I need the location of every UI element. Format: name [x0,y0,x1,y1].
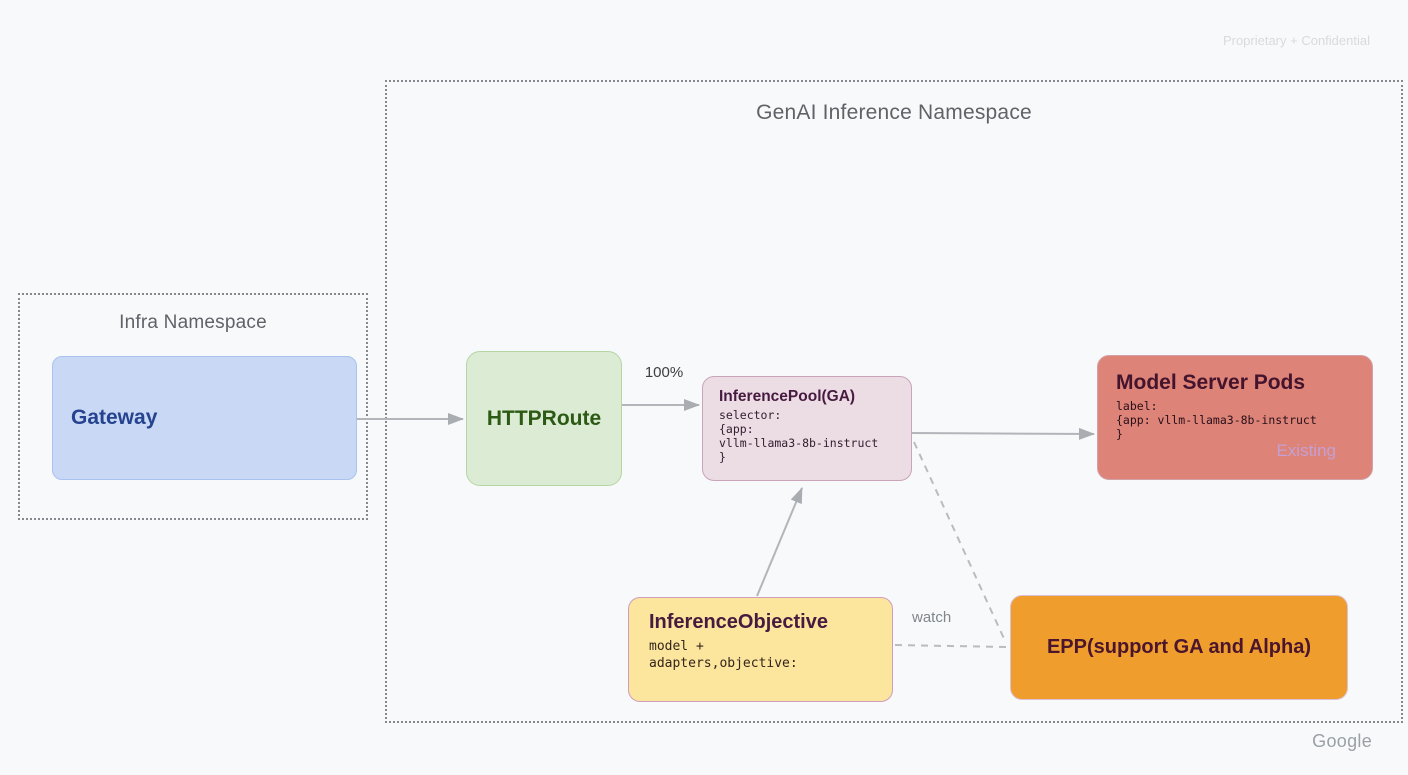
inferencepool-code: selector: {app: vllm-llama3-8b-instruct … [719,408,895,464]
watch-label: watch [912,609,952,626]
inferencepool-title: InferencePool(GA) [719,388,856,405]
google-logo: Google [1312,731,1372,751]
confidentiality-notice: Proprietary + Confidential [1222,33,1370,48]
model-server-pods-title: Model Server Pods [1116,371,1306,394]
inferencepool-node: InferencePool(GA) selector: {app: vllm-l… [702,376,912,481]
model-server-pods-code-line: label: [1116,399,1158,413]
inferenceobjective-code-line: adapters,objective: [649,656,798,671]
httproute-label: HTTPRoute [486,406,602,430]
model-server-pods-code: label: {app: vllm-llama3-8b-instruct } [1116,399,1354,441]
gateway-node: Gateway [52,356,357,480]
model-server-pods-node: Model Server Pods label: {app: vllm-llam… [1097,355,1373,480]
inferencepool-code-line: } [719,450,726,464]
httproute-node: HTTPRoute [466,351,622,486]
epp-node: EPP(support GA and Alpha) [1010,595,1348,700]
inferencepool-code-line: selector: [719,408,782,422]
inferenceobjective-node: InferenceObjective model + adapters,obje… [628,597,893,702]
genai-namespace-title: GenAI Inference Namespace [756,101,1032,124]
model-server-pods-code-line: {app: vllm-llama3-8b-instruct [1116,413,1317,427]
epp-label: EPP(support GA and Alpha) [1046,636,1312,658]
inferenceobjective-code-line: model + [649,639,704,654]
inferenceobjective-title: InferenceObjective [649,611,828,633]
inferencepool-code-line: {app: [719,422,754,436]
gateway-label: Gateway [71,406,158,429]
inferencepool-code-line: vllm-llama3-8b-instruct [719,436,879,450]
inferenceobjective-code: model + adapters,objective: [649,638,872,672]
model-server-pods-code-line: } [1116,427,1123,441]
traffic-percent-label: 100% [644,364,684,381]
infra-namespace-box: Infra Namespace [18,293,368,520]
genai-namespace-box: GenAI Inference Namespace [385,80,1403,723]
infra-namespace-title: Infra Namespace [119,312,267,333]
existing-badge: Existing [1276,441,1336,460]
